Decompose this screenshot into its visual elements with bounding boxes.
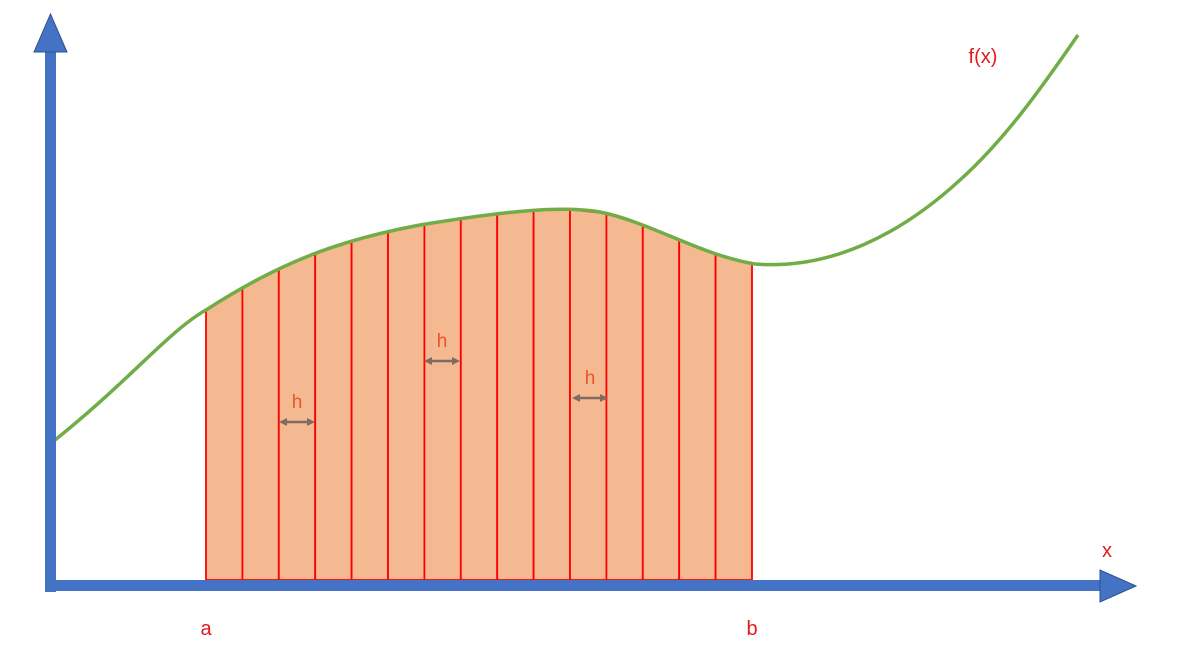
trapezoid-strip <box>641 224 681 581</box>
trapezoid-strip <box>423 217 462 581</box>
trapezoid-strip <box>350 230 389 581</box>
y-axis-line <box>45 44 56 592</box>
trapezoid-strip <box>241 268 280 581</box>
x-axis-line <box>45 580 1107 591</box>
trapezoid-strip <box>714 253 753 581</box>
lower-bound-label: a <box>200 618 212 640</box>
step-label: h <box>585 368 596 389</box>
trapezoid-strip <box>205 286 244 581</box>
trapezoid-strip <box>387 223 426 581</box>
trapezoid-strip <box>277 252 317 581</box>
step-label: h <box>292 392 303 413</box>
trapezoid-strip <box>459 212 499 581</box>
y-axis <box>33 12 68 592</box>
trapezoid-strip <box>678 239 717 581</box>
h-marker-1: h <box>279 392 315 426</box>
trapezoid-strip <box>496 209 535 581</box>
function-curve <box>53 33 1080 442</box>
trapezoid-strip <box>314 240 353 581</box>
double-headed-arrow-icon <box>572 394 608 402</box>
x-axis <box>45 569 1138 603</box>
right-arrow-icon <box>1099 569 1138 603</box>
trapezoid-strips <box>205 208 753 581</box>
function-label: f(x) <box>969 46 998 68</box>
h-marker-3: h <box>572 368 608 402</box>
trapezoid-strip <box>532 208 571 581</box>
double-headed-arrow-icon <box>279 418 315 426</box>
trapezoid-strip <box>605 212 644 581</box>
x-axis-label: x <box>1102 540 1112 562</box>
h-marker-2: h <box>424 331 460 365</box>
step-label: h <box>437 331 448 352</box>
up-arrow-icon <box>33 12 68 53</box>
upper-bound-label: b <box>746 618 757 640</box>
double-headed-arrow-icon <box>424 357 460 365</box>
